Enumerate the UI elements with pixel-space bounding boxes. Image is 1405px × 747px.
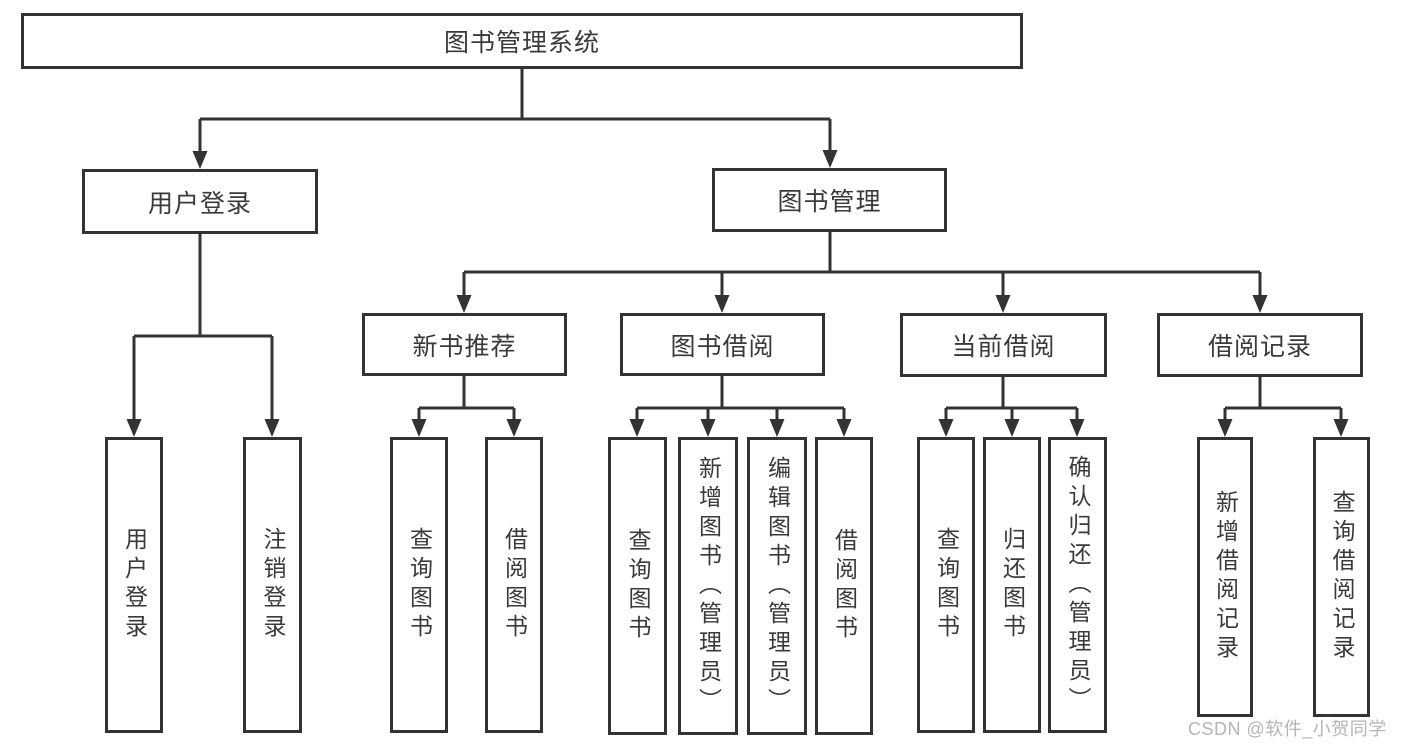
node-add-book-admin: 新增图书（管理员） — [678, 437, 738, 735]
node-query-books: 查询图书 — [390, 437, 448, 733]
node-label: 图书管理 — [777, 188, 882, 216]
node-borrow-books: 借阅图书 — [485, 437, 543, 733]
node-label: 图书借阅 — [670, 332, 775, 361]
node-label: 查询图书 — [933, 527, 960, 643]
node-library-management-system: 图书管理系统 — [21, 13, 1023, 69]
node-user-login: 用户登录 — [82, 169, 318, 234]
node-label: 借阅图书 — [831, 528, 858, 644]
node-label: 查询借阅记录 — [1329, 490, 1355, 664]
connector-book-borrowing-to-leaves — [629, 376, 852, 437]
node-confirm-return-admin: 确认归还（管理员） — [1048, 437, 1107, 733]
node-label: 当前借阅 — [951, 333, 1056, 361]
node-label: 用户登录 — [147, 189, 252, 218]
node-new-book-recommendation: 新书推荐 — [362, 313, 567, 376]
connector-root-to-level2 — [192, 69, 838, 169]
node-label: 编辑图书（管理员） — [764, 455, 791, 717]
node-query-borrow-record: 查询借阅记录 — [1313, 437, 1370, 717]
node-label: 归还图书 — [999, 527, 1026, 643]
connector-borrow-records-to-leaves — [1217, 376, 1349, 437]
node-user-login-leaf: 用户登录 — [105, 437, 163, 733]
node-logout: 注销登录 — [243, 437, 302, 733]
node-query-books: 查询图书 — [917, 437, 975, 733]
node-borrow-books: 借阅图书 — [815, 437, 873, 735]
connector-user-login-to-leaves — [126, 234, 280, 437]
node-edit-book-admin: 编辑图书（管理员） — [747, 437, 807, 735]
node-book-management: 图书管理 — [712, 168, 947, 232]
connector-new-book-to-leaves — [411, 376, 522, 437]
node-label: 新增图书（管理员） — [695, 455, 722, 717]
node-label: 注销登录 — [260, 527, 286, 643]
node-query-books: 查询图书 — [608, 437, 667, 735]
node-label: 查询图书 — [625, 528, 651, 644]
node-current-borrowing: 当前借阅 — [900, 313, 1107, 377]
csdn-watermark: CSDN @软件_小贺同学 — [1188, 719, 1387, 739]
node-label: 查询图书 — [406, 527, 433, 643]
node-add-borrow-record: 新增借阅记录 — [1197, 437, 1253, 717]
node-label: 图书管理系统 — [443, 29, 600, 57]
node-borrowing-records: 借阅记录 — [1157, 313, 1363, 377]
node-label: 新增借阅记录 — [1212, 490, 1239, 664]
connector-book-management-to-level3 — [456, 232, 1268, 313]
node-label: 借阅图书 — [501, 527, 528, 643]
node-label: 用户登录 — [121, 527, 148, 643]
node-book-borrowing: 图书借阅 — [620, 313, 825, 376]
node-label: 新书推荐 — [412, 332, 517, 361]
connector-current-borrowing-to-leaves — [938, 376, 1085, 437]
node-return-books: 归还图书 — [983, 437, 1041, 733]
node-label: 确认归还（管理员） — [1065, 454, 1091, 716]
node-label: 借阅记录 — [1207, 333, 1312, 361]
